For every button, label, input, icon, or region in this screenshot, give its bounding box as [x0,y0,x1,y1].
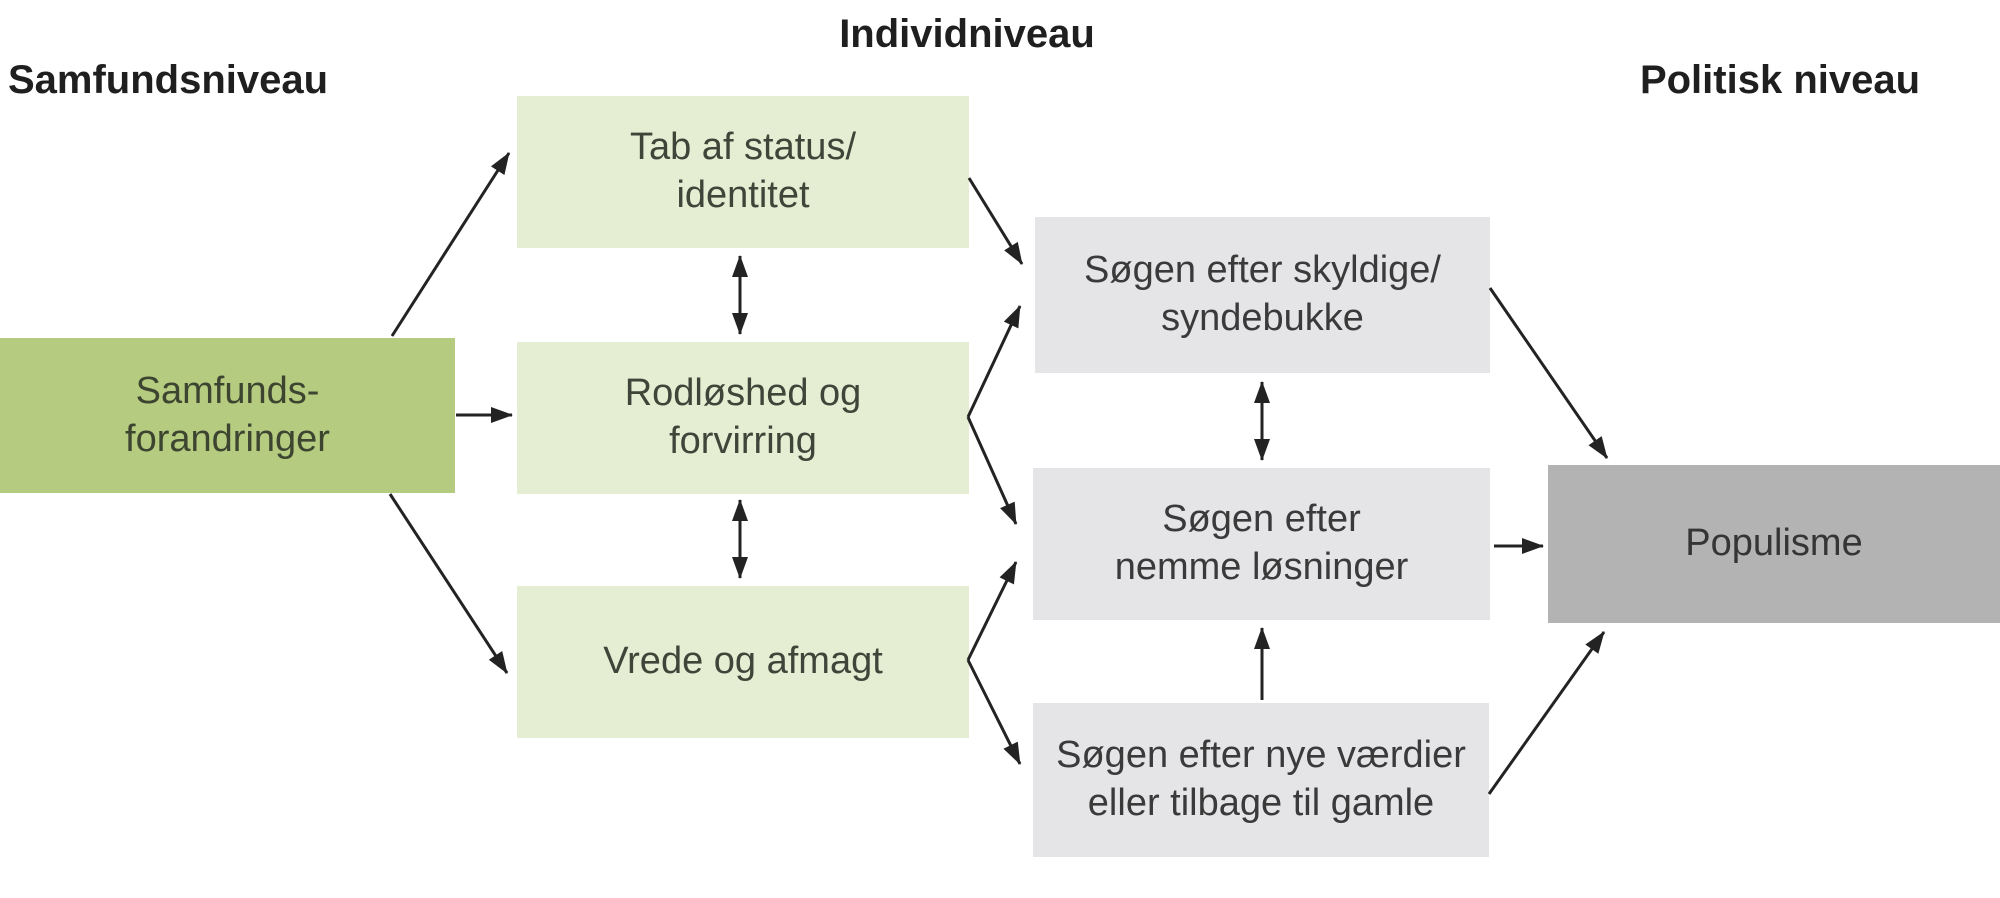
edge-vaerdier-to-populisme [1487,631,1606,795]
edge-rodloshed-to-skyldige [966,305,1022,418]
node-search-for-culprits-scapegoats: Søgen efter skyldige/ syndebukke [1035,217,1490,373]
edge-rodloshed-to-nemme [966,416,1018,525]
header-individual-level: Individniveau [839,12,1095,56]
edge-samfunds-to-tab [390,152,511,337]
node-loss-of-status-identity: Tab af status/ identitet [517,96,969,248]
edge-skyldige-to-populisme [1488,287,1609,459]
edge-tab-to-skyldige [967,177,1024,265]
node-anger-powerlessness: Vrede og afmagt [517,586,969,738]
node-societal-changes: Samfunds- forandringer [0,338,455,493]
node-populism: Populisme [1548,465,2000,623]
edge-vrede-to-nemme [966,561,1018,661]
edge-samfunds-to-vrede [388,493,509,674]
header-society-level: Samfundsniveau [7,58,329,102]
edge-vrede-to-vaerdier [966,659,1022,765]
header-political-level: Politisk niveau [1639,58,1921,102]
node-rootlessness-confusion: Rodløshed og forvirring [517,342,969,494]
node-search-for-easy-solutions: Søgen efter nemme løsninger [1033,468,1490,620]
node-search-for-new-or-old-values: Søgen efter nye værdier eller tilbage ti… [1033,703,1489,857]
